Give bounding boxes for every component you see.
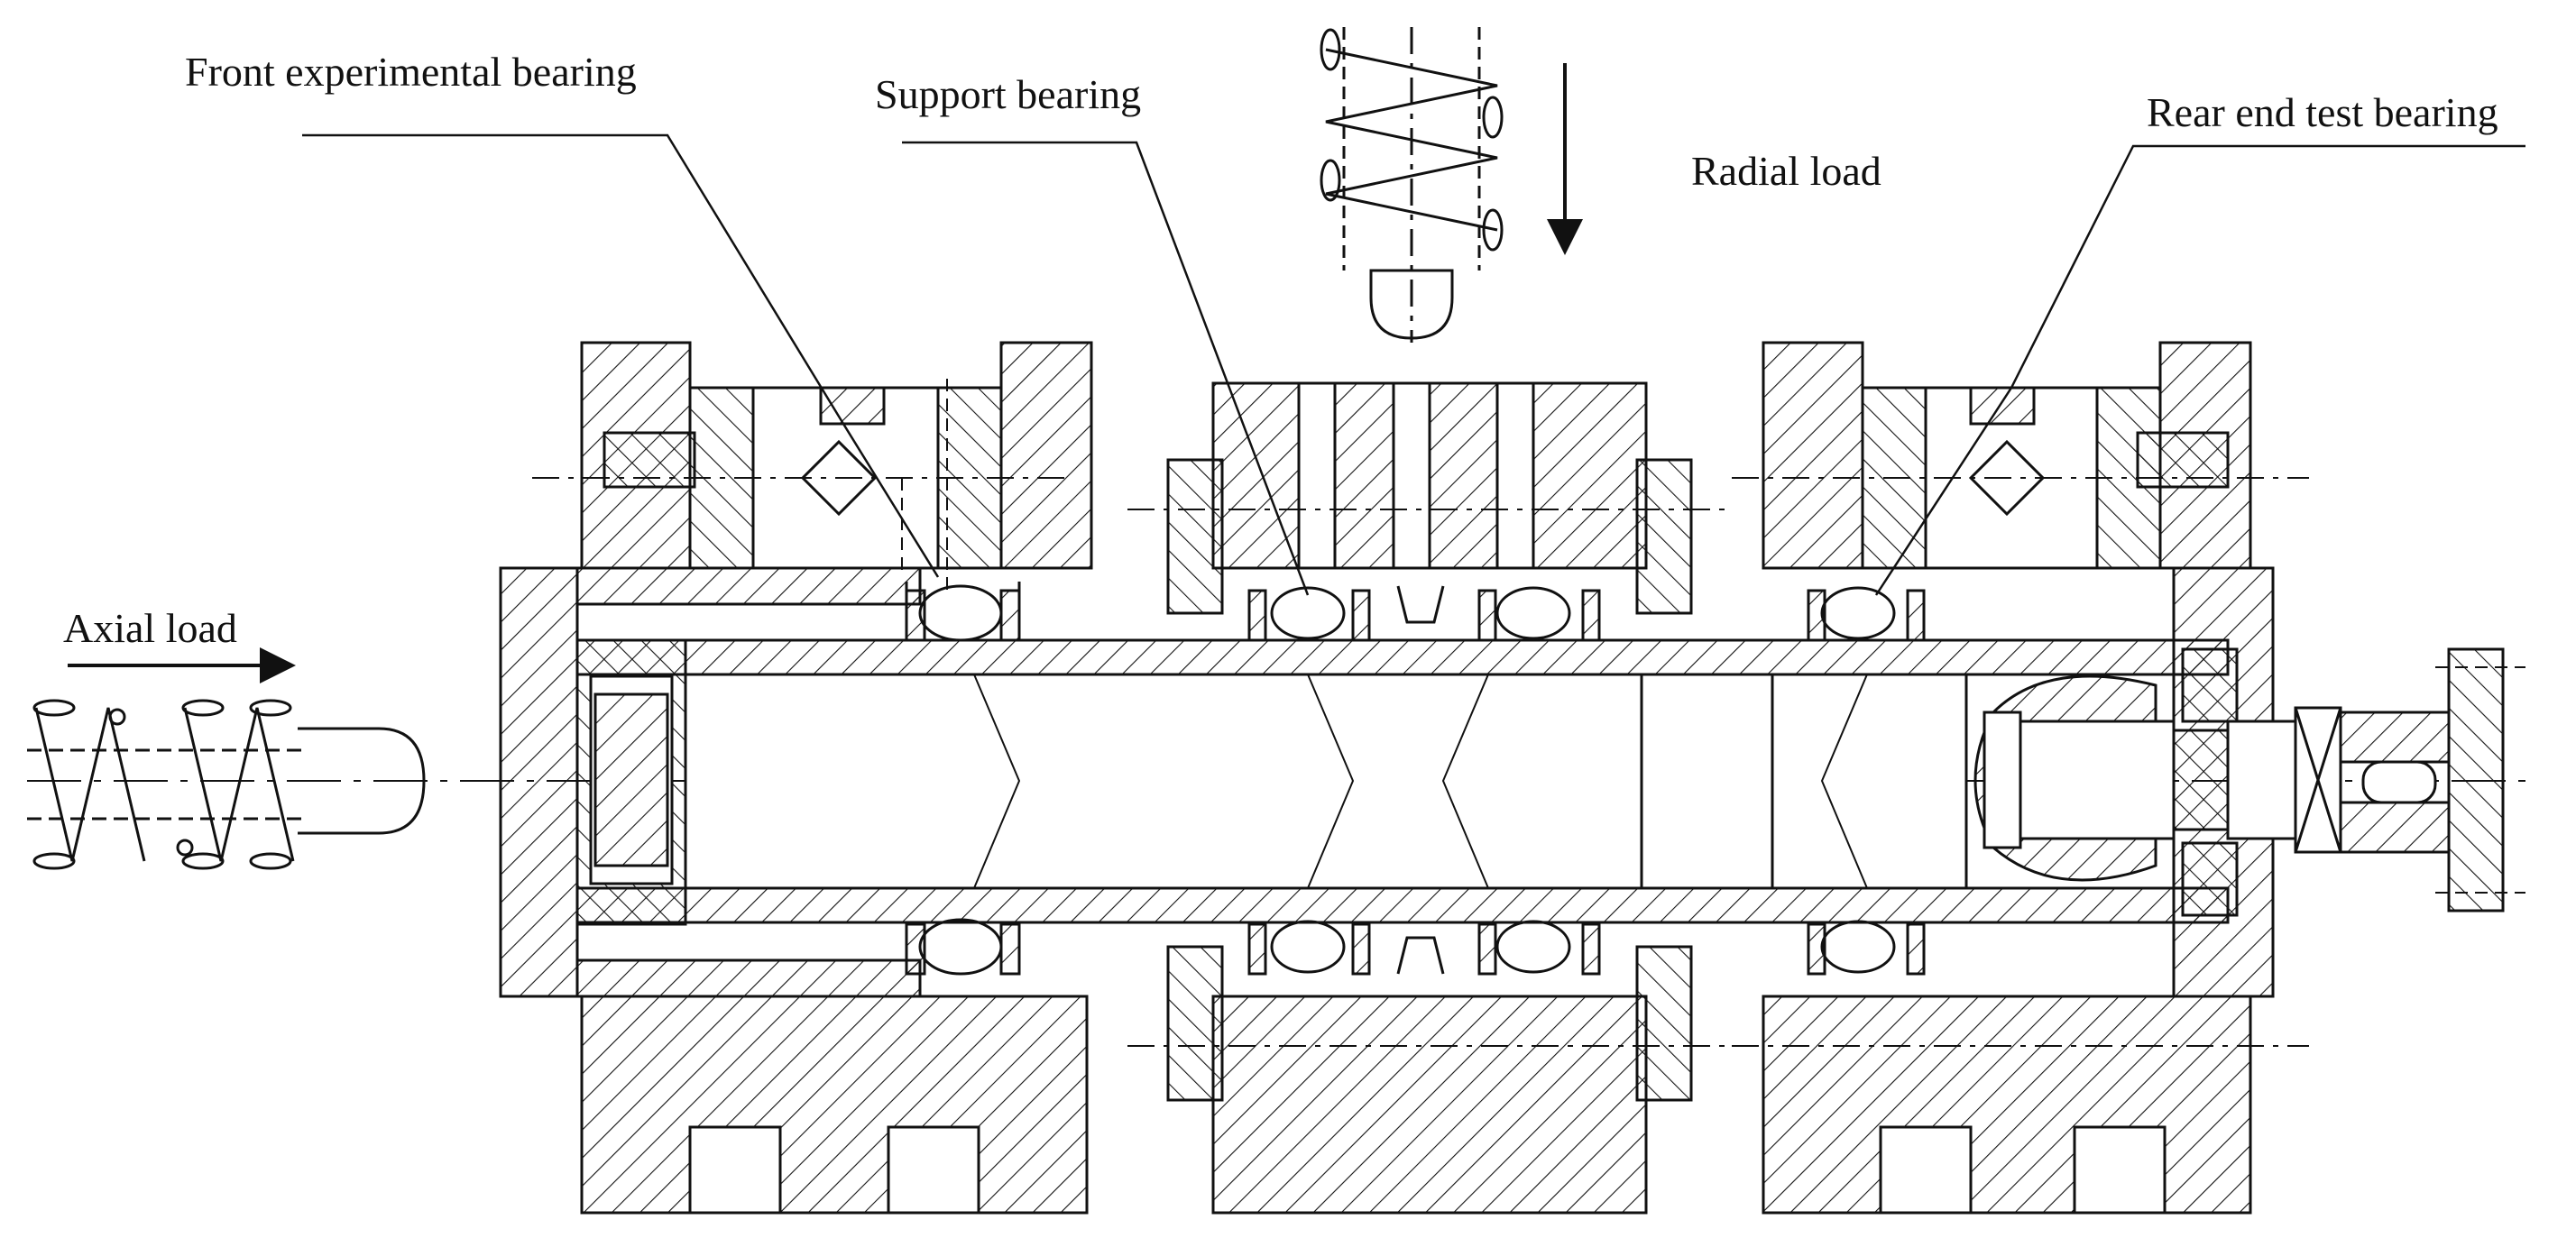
rear-housing xyxy=(1732,341,2309,1215)
front-bearing-label: Front experimental bearing xyxy=(185,49,637,95)
left-end-cap xyxy=(499,566,922,998)
radial-load-spring xyxy=(1320,27,1504,343)
support-housing xyxy=(1127,381,1732,1215)
cam-follower xyxy=(1973,674,2342,882)
support-bearing-leader xyxy=(902,141,1310,596)
rear-bearing-label: Rear end test bearing xyxy=(2147,89,2498,135)
front-experimental-bearing xyxy=(800,439,1021,976)
rear-bearing-leader xyxy=(1874,144,2525,596)
rear-end-test-bearing xyxy=(1807,439,2046,976)
coupling xyxy=(2294,647,2525,912)
radial-load-label: Radial load xyxy=(1691,148,1881,194)
support-bearing xyxy=(1247,585,1601,976)
main-shaft xyxy=(575,638,2230,924)
support-bearing-label: Support bearing xyxy=(875,71,1141,117)
axial-load-spring xyxy=(27,699,426,870)
front-bearing-leader xyxy=(302,133,940,578)
front-housing xyxy=(532,341,1093,1215)
axial-load-label: Axial load xyxy=(63,605,237,651)
